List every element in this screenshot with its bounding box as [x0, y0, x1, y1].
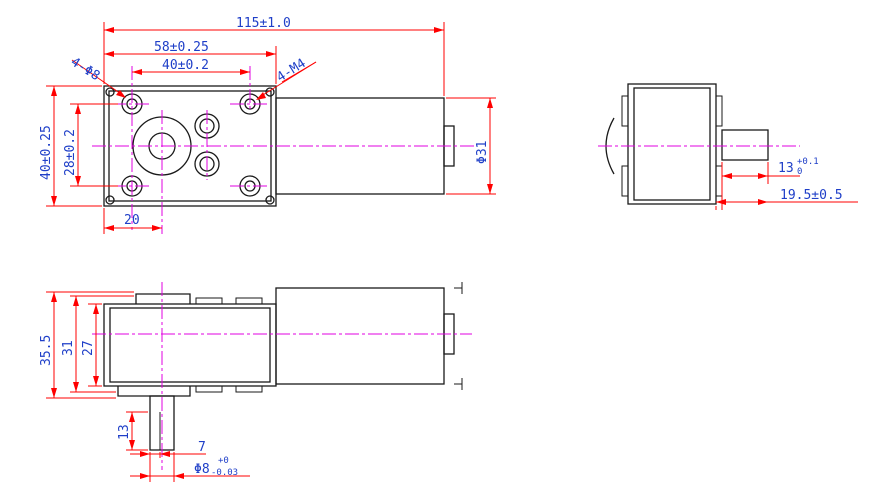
side-bottom-lug	[117, 386, 191, 397]
corner-screw-icon	[105, 87, 115, 97]
corner-screw-icon	[265, 195, 275, 205]
corner-screw-icon	[265, 87, 275, 97]
side-gearbox-inner	[109, 307, 271, 383]
dim-side-gearbox: 27	[81, 340, 96, 356]
side-view	[92, 282, 472, 470]
dim-mount-holes: 4-Φ8	[68, 55, 103, 84]
dim-mount-span: 58±0.25	[154, 40, 209, 55]
end-view	[598, 83, 858, 210]
dim-shaft-tol-lower: -0.03	[211, 468, 238, 478]
dim-flat-width: 7	[198, 440, 206, 455]
dim-hole-height: 28±0.2	[63, 129, 78, 176]
side-bottom-lug	[195, 385, 223, 393]
dim-shaft-protrusion: 13	[778, 161, 794, 176]
end-rib-left	[621, 165, 629, 197]
dim-rear-protrusion: 19.5±0.5	[780, 188, 843, 203]
dim-side-height: 35.5	[39, 335, 54, 366]
end-motor-body	[627, 83, 717, 205]
dim-gearbox-height: 40±0.25	[39, 125, 54, 180]
dim-shaft-tol-upper: +0	[218, 456, 229, 466]
side-gearbox-body	[103, 303, 277, 387]
dim-shaft-offset: 20	[124, 213, 140, 228]
front-dimensions	[46, 22, 496, 234]
side-bottom-lug	[235, 385, 263, 393]
end-rib-left	[621, 95, 629, 127]
corner-screw-icon	[105, 195, 115, 205]
dim-motor-diameter: Φ31	[475, 141, 490, 164]
end-rib-right	[715, 95, 723, 127]
dim-hole-span: 40±0.2	[162, 58, 209, 73]
end-motor-inner	[633, 87, 711, 201]
dim-tap-holes: 4-M4	[274, 56, 309, 85]
dim-output-shaft-length: 13	[117, 424, 132, 440]
side-top-lug	[135, 293, 191, 304]
dim-side-motor: 31	[61, 340, 76, 356]
side-top-lug	[235, 297, 263, 305]
side-dimensions	[46, 291, 250, 482]
end-shaft	[721, 129, 769, 161]
dim-overall-length: 115±1.0	[236, 16, 291, 31]
side-top-lug	[195, 297, 223, 305]
front-view	[92, 66, 475, 234]
dim-shaft-diameter: Φ8	[194, 462, 210, 477]
end-rib-right	[715, 165, 723, 197]
side-motor-body	[275, 287, 445, 385]
